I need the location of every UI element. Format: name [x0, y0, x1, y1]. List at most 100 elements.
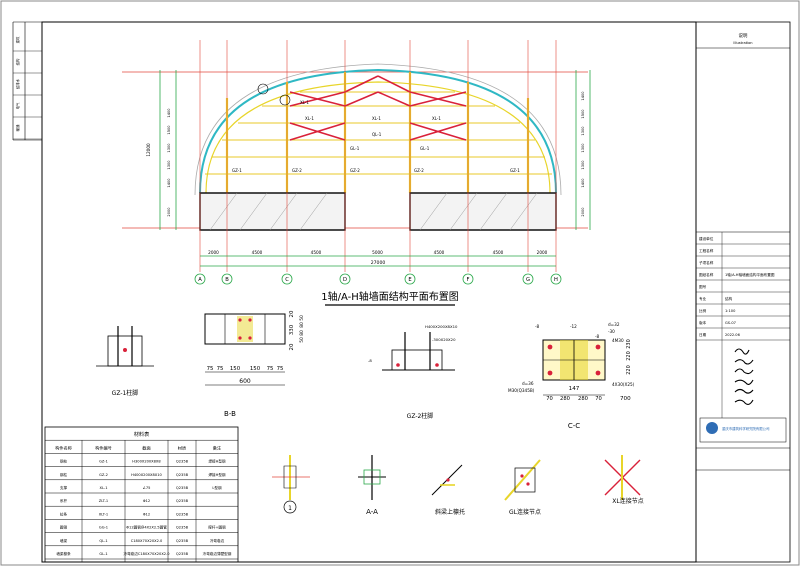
table-cell: 圆钢	[60, 525, 68, 530]
bb-row-dim: 50	[299, 315, 305, 321]
table-cell: 冷弯卷边薄壁型钢	[203, 551, 232, 556]
column-label: GZ-2	[292, 168, 302, 173]
title-block-label: 工程名称	[699, 248, 714, 253]
bb-title: B-B	[224, 410, 236, 418]
cc-dim: 70	[546, 396, 553, 402]
column-label: GZ-2	[414, 168, 424, 173]
column-label: GZ-1	[232, 168, 242, 173]
title-block-label: 日期	[699, 332, 707, 337]
base-wall-right	[409, 192, 557, 231]
table-header: 材质	[178, 444, 186, 451]
right-height-dim: 1300	[581, 143, 585, 153]
xl-node-title: XL连接节点	[612, 497, 643, 505]
table-cell: GZ-1	[99, 460, 108, 464]
gz2-note: -300X20X20	[432, 337, 456, 342]
bb-total-dim: 600	[239, 378, 251, 385]
table-cell: 墙梁	[60, 538, 68, 543]
span-dim: 4500	[311, 250, 322, 255]
brace-label: XL-1	[305, 116, 314, 121]
grid-bubble-C	[281, 273, 293, 285]
cc-note: d=36	[522, 381, 534, 386]
table-cell: XL-1	[100, 486, 108, 490]
cc-vert-dim: 220	[626, 351, 632, 361]
cc-bolt-note: M30(Q345B)	[508, 388, 535, 393]
left-height-dim: 1300	[167, 160, 171, 170]
table-cell: Q235B	[176, 499, 189, 503]
grid-bubble-E	[404, 273, 416, 285]
left-stamp-label: 电气	[15, 102, 20, 109]
gz2-note: H400X200X8X10	[425, 324, 458, 329]
cc-note: -12	[570, 324, 577, 329]
table-cell: 冷弯卷边C180X70X20X2.0	[124, 551, 171, 556]
title-block-value: 1轴/A-H轴墙面结构平面布置图	[725, 272, 775, 277]
bb-vert-dim: 20	[289, 310, 295, 317]
cc-total-dim: 700	[620, 396, 631, 402]
detail-gz2-foot: H400X200X8X10 -300X20X20 -8 GZ-2柱脚	[368, 324, 458, 420]
grid-axis-label-G: G	[526, 277, 530, 283]
table-cell: QL-1	[99, 539, 107, 543]
material-table-title: 材料表	[134, 430, 150, 438]
span-dim: 2000	[208, 250, 219, 255]
grid-bubble-H	[550, 273, 562, 285]
bb-row-dim: 50	[299, 337, 305, 343]
bb-dim: 150	[250, 366, 261, 372]
cc-mid-dim: 147	[569, 386, 580, 392]
detail-gz1-foot: GZ-1柱脚	[96, 326, 154, 397]
beam-label: GL-1	[420, 146, 430, 151]
table-cell: Q235B	[176, 473, 189, 477]
table-cell: C180X70X20X2.0	[131, 539, 163, 543]
bb-vert-dim: 330	[289, 324, 295, 335]
company-logo	[706, 422, 718, 434]
title-block-label: 比例	[699, 308, 707, 313]
table-cell: ZLT-1	[99, 499, 108, 503]
table-cell: Q235B	[176, 526, 189, 530]
span-dim: 5000	[372, 250, 383, 255]
title-block-value: 2022.06	[725, 333, 741, 337]
title-block-value: 结构	[725, 296, 733, 301]
table-cell: 拉条	[60, 511, 68, 516]
grid-bubble-B	[221, 273, 233, 285]
table-cell: 冷弯卷边	[210, 538, 225, 543]
title-block-header-sub: Illustration	[733, 41, 752, 45]
span-dim: 4500	[434, 250, 445, 255]
brace-label: XL-1	[372, 116, 381, 121]
grid-axis-label-F: F	[467, 277, 470, 283]
table-cell: Φ12	[143, 512, 150, 516]
gz2-note: -8	[368, 358, 372, 363]
table-cell: Q235B	[176, 460, 189, 464]
gz2-foot-title: GZ-2柱脚	[407, 412, 434, 420]
table-cell: Q235B	[176, 552, 189, 556]
left-stamp-label: 建筑	[15, 36, 20, 43]
table-cell: L型钢	[212, 485, 222, 490]
left-height-dim: 1400	[167, 108, 171, 118]
table-cell: 墙梁檩条	[56, 551, 71, 556]
title-block-label: 子项名称	[699, 260, 714, 265]
table-cell: 撑杆+圆钢	[208, 525, 226, 530]
left-height-dim: 1300	[167, 143, 171, 153]
title-block-value: 1:100	[725, 309, 736, 313]
cc-dim: 70	[595, 396, 602, 402]
cc-dim: 280	[560, 396, 570, 402]
table-cell: Q235B	[176, 539, 189, 543]
right-height-dim: 1400	[581, 178, 585, 188]
bb-dim: 150	[230, 366, 241, 372]
bb-row-dim: 80	[299, 322, 305, 328]
span-dim: 2000	[537, 250, 548, 255]
right-height-dim: 2000	[581, 207, 585, 217]
title-block-label: 图号	[699, 284, 707, 289]
grid-bubble-D	[339, 273, 351, 285]
table-header: 构件名称	[55, 444, 72, 451]
cc-vert-dim: 230	[626, 339, 632, 349]
table-cell: 支撑	[60, 485, 68, 490]
title-block-value: GS-07	[725, 321, 736, 325]
column-label: GZ-1	[510, 168, 520, 173]
left-height-total: 12000	[146, 143, 151, 157]
bb-dim: 75	[267, 366, 274, 372]
grid-axis-label-A: A	[198, 277, 202, 283]
section-callout-icon	[257, 83, 269, 95]
table-header: 备注	[213, 444, 222, 451]
